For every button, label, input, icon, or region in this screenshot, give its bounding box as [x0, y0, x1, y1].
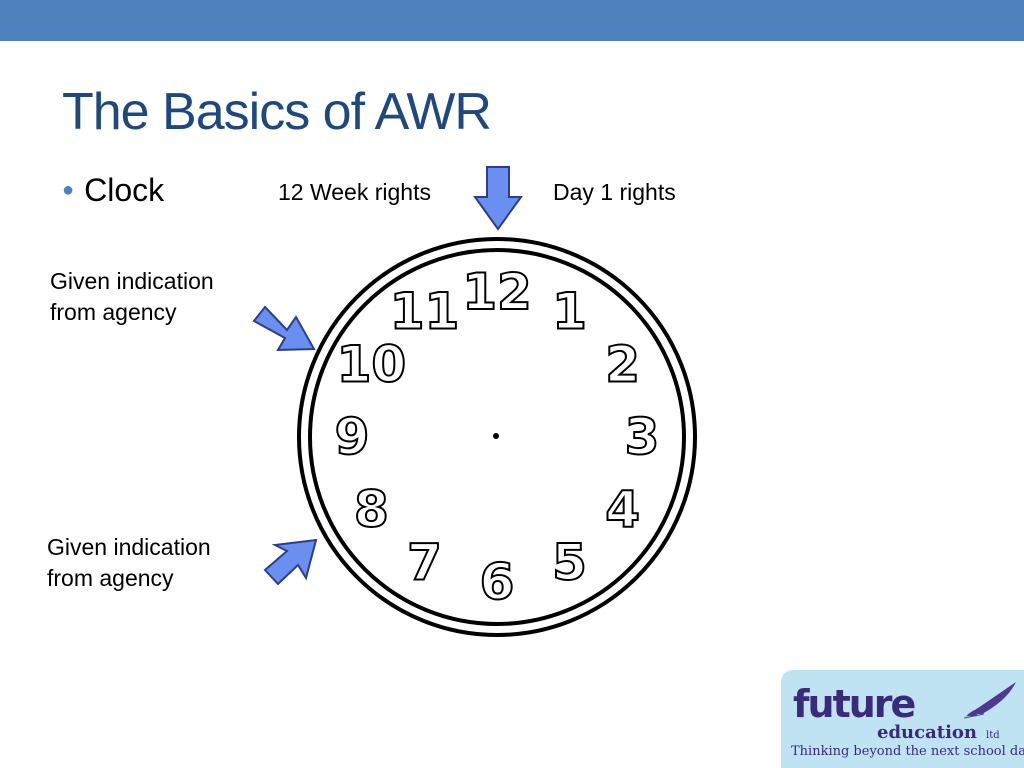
clock-number-2: 2	[605, 336, 640, 394]
clock-inner-ring	[308, 248, 686, 626]
clock-number-6: 6	[480, 553, 515, 611]
label-given-indication-bottom: Given indication from agency	[47, 532, 211, 594]
clock-number-1: 1	[552, 282, 587, 340]
logo-brand: future	[793, 682, 916, 726]
clock-number-3: 3	[625, 408, 660, 466]
label-12-week-rights: 12 Week rights	[278, 179, 431, 205]
label-line: Given indication	[47, 534, 211, 560]
bullet-dot-icon: ●	[62, 179, 75, 201]
label-line: from agency	[47, 565, 174, 591]
arrow-right-down-icon	[252, 305, 316, 352]
clock-number-9: 9	[335, 408, 370, 466]
clock-number-10: 10	[337, 336, 407, 394]
clock-number-5: 5	[552, 534, 587, 592]
clock-number-4: 4	[605, 481, 640, 539]
future-education-logo: future education ltd Thinking beyond the…	[781, 670, 1024, 768]
bullet-item: ● Clock	[62, 172, 164, 209]
top-bar	[0, 0, 1024, 41]
label-day-1-rights: Day 1 rights	[553, 179, 676, 205]
arrow-right-up-icon	[263, 538, 318, 586]
arrow-down-icon	[473, 166, 523, 231]
label-given-indication-top: Given indication from agency	[50, 266, 214, 328]
bullet-text: Clock	[84, 172, 165, 208]
label-line: from agency	[50, 299, 177, 325]
rocket-icon	[964, 682, 1016, 719]
logo-tagline: Thinking beyond the next school day	[791, 744, 1024, 759]
clock-center-dot	[493, 433, 499, 439]
clock-number-7: 7	[407, 534, 442, 592]
clock-number-11: 11	[390, 282, 460, 340]
label-line: Given indication	[50, 268, 214, 294]
clock-number-8: 8	[354, 481, 389, 539]
logo-ltd: ltd	[986, 730, 1000, 741]
logo-sub: education	[877, 722, 977, 743]
clock-outer-ring	[297, 237, 697, 637]
clock-number-12: 12	[462, 263, 532, 321]
slide-title: The Basics of AWR	[62, 83, 492, 141]
